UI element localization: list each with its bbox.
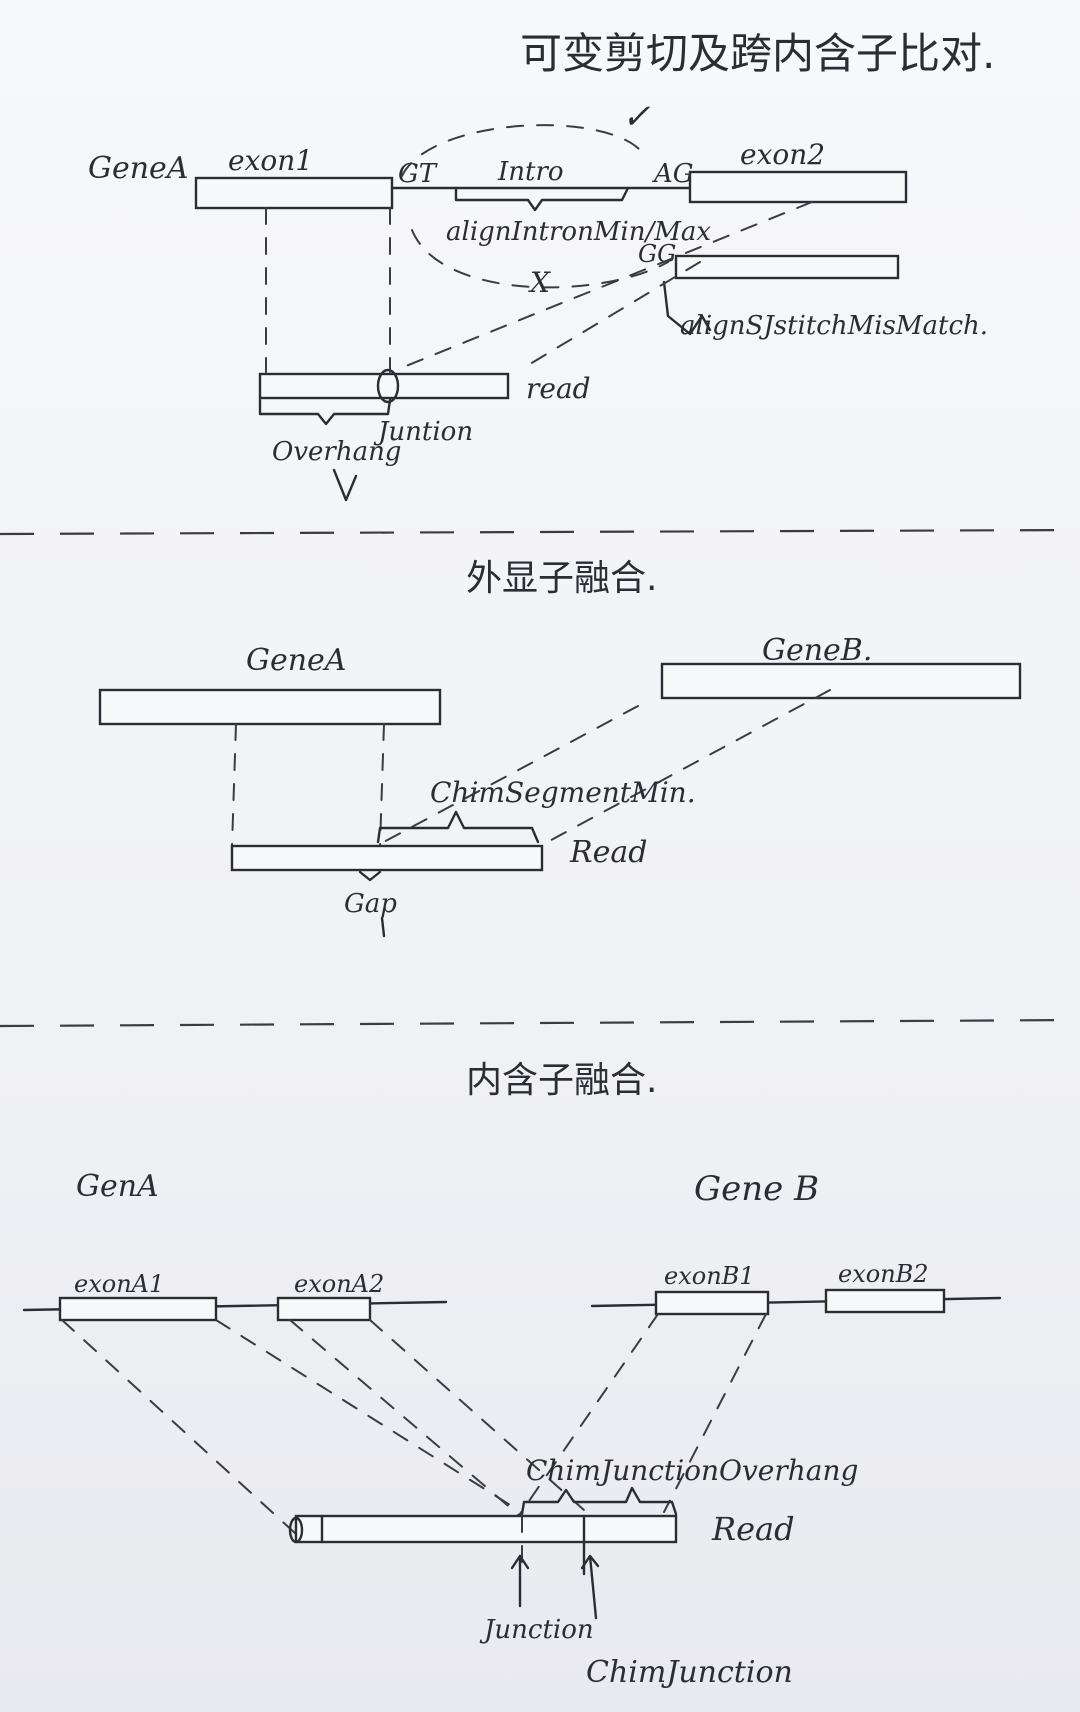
check-mark: ✓ [622, 97, 651, 137]
exon-a2-box [276, 1296, 372, 1322]
section-exon-fusion: 外显子融合. GeneA GeneB. ChimSegmentMin. Read… [98, 558, 1022, 938]
intron-label: Intro [497, 157, 564, 187]
alt-exon-box [674, 254, 900, 280]
gene-a-end-projection [379, 723, 385, 847]
chim-overhang-brace [520, 1486, 678, 1516]
exon-a2-projection-start [289, 1319, 521, 1517]
exon2-label: exon2 [740, 138, 825, 171]
section2-title: 外显子融合. [466, 558, 657, 599]
exon-a1-box [58, 1296, 218, 1322]
ag-label: AG [652, 159, 694, 189]
exon1-box [194, 176, 394, 210]
exon-b1-box [654, 1290, 770, 1316]
stitch-param: alignSJstitchMisMatch. [680, 311, 988, 341]
junction-label-3: Junction [479, 1615, 594, 1645]
read-box-3 [294, 1514, 678, 1544]
exon2-projection-a [395, 201, 813, 371]
stitch-pointer [662, 280, 712, 336]
exon-a1-label: exonA1 [74, 1270, 164, 1298]
gap-label: Gap [344, 889, 397, 919]
chim-junction-label: ChimJunction [586, 1655, 793, 1690]
gg-label: GG [638, 240, 676, 268]
exon-b2-box [824, 1288, 946, 1314]
invalid-splice-arc [411, 229, 669, 289]
section-intron-fusion: 内含子融合. GenA Gene B exonA1 exonA2 exonB1 … [22, 1060, 1002, 1690]
chim-overhang-label: ChimJunctionOverhang [526, 1454, 858, 1487]
gene-a-box [98, 688, 442, 726]
junction-arrow [510, 1554, 530, 1608]
overhang-tail [332, 468, 358, 502]
section-divider-2 [0, 1018, 1080, 1028]
chim-segment-label: ChimSegmentMin. [430, 776, 696, 809]
exon-b1-projection-start [519, 1313, 659, 1515]
overhang-label: Overhang [272, 437, 401, 467]
intron-param: alignIntronMin/Max [446, 217, 711, 247]
intron-brace [454, 186, 630, 212]
exon-a2-label: exonA2 [294, 1270, 384, 1298]
section1-title: 可变剪切及跨内含子比对. [520, 29, 995, 78]
gene-b-label-2: GeneB. [762, 633, 872, 668]
exon2-box [688, 170, 908, 204]
chim-segment-brace [376, 810, 540, 844]
read-label-2: Read [569, 835, 647, 870]
gene-a-start-projection [231, 723, 237, 847]
read-label-3: Read [711, 1510, 795, 1548]
cross-mark: X [528, 266, 551, 299]
section-splicing: 可变剪切及跨内含子比对. ✓ GeneA exon1 GT AG Intro a… [88, 29, 995, 502]
gene-a-label-3: GenA [76, 1169, 159, 1204]
exon2-projection-b [519, 261, 701, 371]
junction-label-1: Juntion [373, 417, 473, 447]
valid-splice-arc [401, 124, 641, 177]
read-end-mark [288, 1516, 304, 1544]
read-box-1 [258, 372, 510, 400]
overhang-brace [258, 398, 392, 426]
exon-a1-projection-start [61, 1319, 297, 1535]
read-label-1: read [526, 372, 591, 405]
gap-tail [380, 916, 386, 938]
gene-a-label-2: GeneA [246, 643, 346, 678]
junction-circle [376, 368, 400, 404]
exon-b1-label: exonB1 [664, 1262, 755, 1290]
gene-b-projection-b [539, 689, 831, 847]
gene-b-box [660, 662, 1022, 700]
gene-b-projection-a [379, 705, 639, 845]
exon-b1-projection-end [663, 1313, 767, 1513]
section-divider-1 [0, 528, 1080, 536]
exon-a1-projection-end [215, 1319, 519, 1511]
section3-title: 内含子融合. [466, 1060, 657, 1101]
read-box-2 [230, 844, 544, 872]
gap-brace [358, 870, 382, 882]
gene-b-label-3: Gene B [694, 1169, 819, 1209]
exon1-label: exon1 [228, 144, 313, 177]
chim-junction-arrow [580, 1554, 600, 1620]
gt-label: GT [398, 159, 438, 189]
exon-b2-label: exonB2 [838, 1260, 929, 1288]
gene-a-label: GeneA [88, 151, 188, 186]
